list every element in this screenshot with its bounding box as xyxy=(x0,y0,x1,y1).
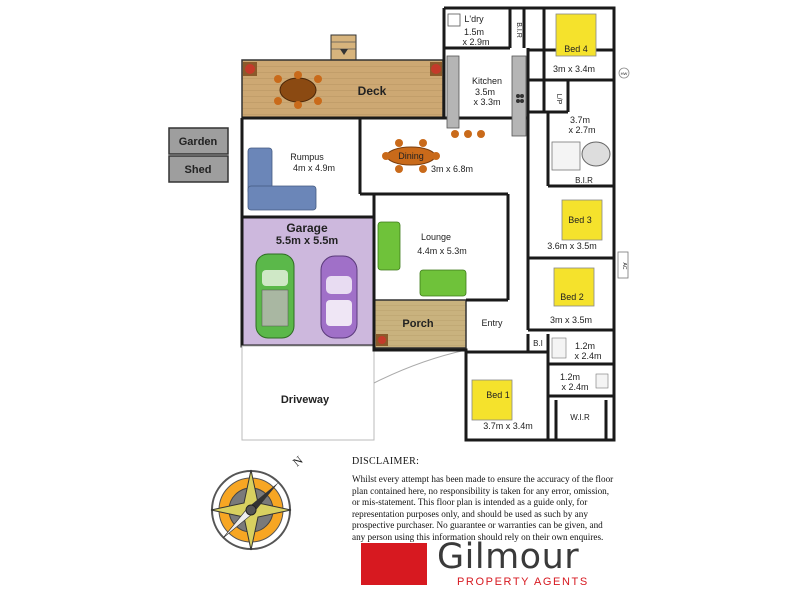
dining-label: Dining xyxy=(398,151,424,161)
north-label: N xyxy=(290,453,306,470)
bed1-bed xyxy=(471,379,513,421)
bed2-bed xyxy=(553,267,595,307)
ensuite-2-size-2: x 2.4m xyxy=(561,382,588,392)
porch-area xyxy=(373,299,467,349)
deck-plant-left xyxy=(243,62,257,76)
kitchen-size-2: x 3.3m xyxy=(473,97,500,107)
dining-size: 3m x 6.8m xyxy=(431,164,473,174)
bed4-size: 3m x 3.4m xyxy=(553,64,595,74)
bed1-size: 3.7m x 3.4m xyxy=(483,421,533,431)
bed1-label: Bed 1 xyxy=(486,390,510,400)
brand-logo-mark xyxy=(361,543,427,585)
bir-top-label: B.I.R xyxy=(515,22,522,38)
dining-table xyxy=(382,139,440,173)
rumpus-size: 4m x 4.9m xyxy=(293,163,335,173)
bed3-size: 3.6m x 3.5m xyxy=(547,241,597,251)
brand-logo-tagline: PROPERTY AGENTS xyxy=(457,576,589,588)
shower xyxy=(551,141,581,171)
compass-rose: N xyxy=(210,453,306,551)
ac-unit xyxy=(617,251,629,279)
laundry-size-2: x 2.9m xyxy=(462,37,489,47)
bed4-bed xyxy=(555,13,597,57)
purple-car xyxy=(320,255,358,339)
driveway-label: Driveway xyxy=(281,394,330,406)
kitchen-bench xyxy=(446,55,527,138)
deck-area xyxy=(241,59,444,119)
garden-label: Garden xyxy=(179,136,218,148)
disclaimer-body: Whilst every attempt has been made to en… xyxy=(352,474,614,542)
deck-stairs xyxy=(330,34,357,61)
lounge-size: 4.4m x 5.3m xyxy=(417,246,467,256)
deck-plant-right xyxy=(430,62,442,76)
ac-label: AC xyxy=(621,263,627,270)
shed-label: Shed xyxy=(185,164,212,176)
bath-size: 3.7m xyxy=(570,115,590,125)
laundry-label: L'dry xyxy=(464,14,484,24)
hw-unit xyxy=(618,67,630,79)
bed3-bed xyxy=(561,199,603,241)
rumpus-label: Rumpus xyxy=(290,152,324,162)
bed4-label: Bed 4 xyxy=(564,44,588,54)
bathtub xyxy=(581,141,611,167)
ensuite-2-size: 1.2m xyxy=(560,372,580,382)
house-walls xyxy=(240,6,616,442)
garage-size: 5.5m x 5.5m xyxy=(276,235,339,247)
laundry-sink xyxy=(447,13,461,27)
bed2-label: Bed 2 xyxy=(560,292,584,302)
bi-label: B.I xyxy=(533,339,543,348)
deck-table xyxy=(274,71,322,109)
ensuite-1-shower xyxy=(551,337,567,359)
entry-label: Entry xyxy=(481,318,503,328)
green-car xyxy=(255,253,295,339)
hw-label: HW xyxy=(621,71,628,76)
lp-label: L/P xyxy=(555,94,562,105)
driveway-area xyxy=(241,345,375,441)
ensuite-2-toilet xyxy=(595,373,609,389)
laundry-size: 1.5m xyxy=(464,27,484,37)
ensuite-1-size-2: x 2.4m xyxy=(574,351,601,361)
bed3-label: Bed 3 xyxy=(568,215,592,225)
wir-label: W.I.R xyxy=(570,413,590,422)
bath-size-2: x 2.7m xyxy=(568,125,595,135)
porch-label: Porch xyxy=(402,318,433,330)
bed2-size: 3m x 3.5m xyxy=(550,315,592,325)
garage-label: Garage xyxy=(286,221,328,235)
lounge-label: Lounge xyxy=(421,232,451,242)
deck-label: Deck xyxy=(358,84,387,98)
kitchen-size: 3.5m xyxy=(475,87,495,97)
ensuite-1-size: 1.2m xyxy=(575,341,595,351)
bir-mid-label: B.I.R xyxy=(575,176,593,185)
garden-shed: Garden Shed xyxy=(168,127,229,183)
porch-plant xyxy=(376,334,388,346)
rumpus-sofa xyxy=(247,147,317,211)
brand-logo-name: Gilmour xyxy=(437,537,580,577)
kitchen-label: Kitchen xyxy=(472,76,502,86)
lounge-sofas xyxy=(377,221,467,297)
disclaimer-title: DISCLAIMER: xyxy=(352,456,420,467)
